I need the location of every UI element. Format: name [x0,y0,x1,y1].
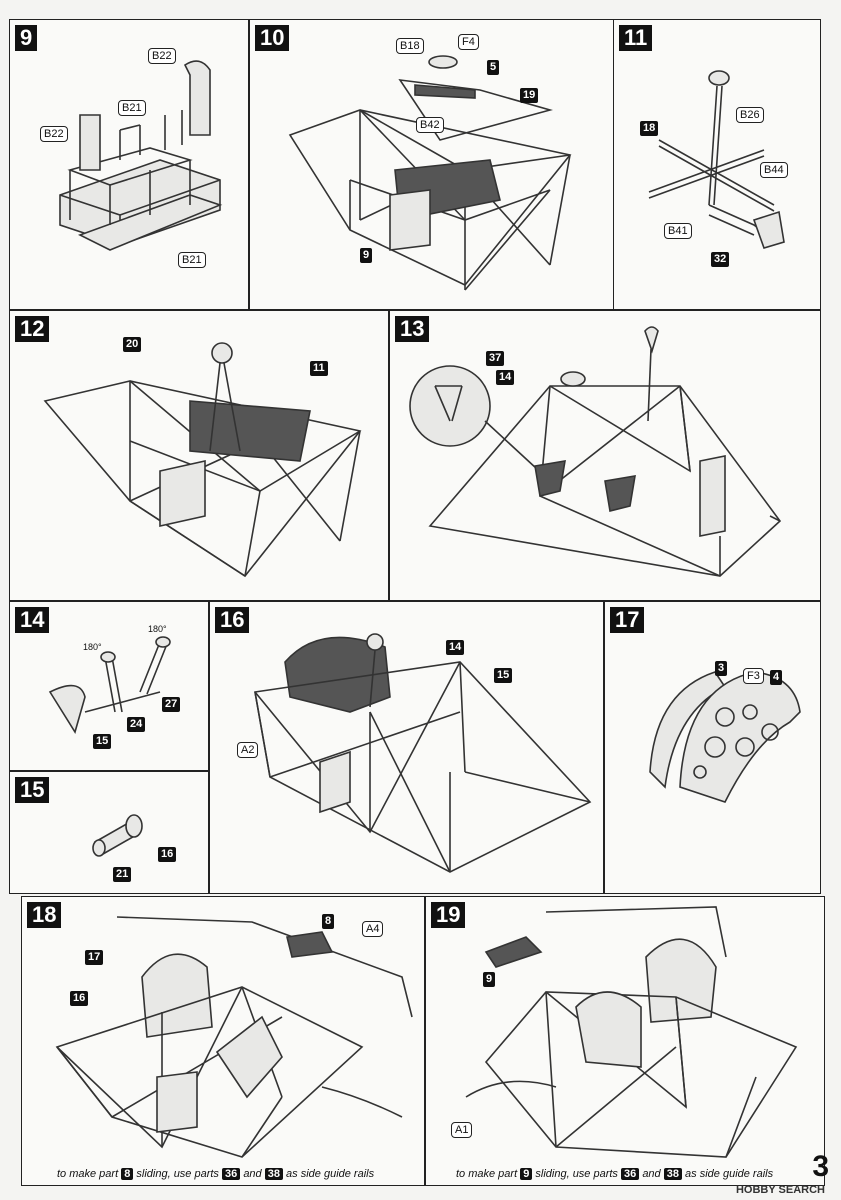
step-18-drawing [55,916,413,1158]
step-17-drawing [649,671,801,803]
part-ref: 8 [121,1168,134,1180]
step-10-drawing [288,55,572,291]
page-number: 3 [812,1150,829,1183]
part-label: 16 [70,991,89,1006]
watermark: HOBBY SEARCH [735,1184,825,1196]
part-label: 9 [360,248,373,263]
part-ref: 36 [621,1168,640,1180]
part-label: 9 [483,972,496,987]
part-label: 24 [127,717,146,732]
part-label: A4 [362,921,384,937]
step-number: 11 [619,25,653,51]
part-label: F3 [743,668,764,684]
step-19-panel: 19 9 A1 to make part 9 sliding, use part… [425,896,825,1186]
step-number: 10 [255,25,290,51]
step-number: 13 [395,316,430,342]
step-number: 17 [610,607,645,633]
step-9-panel: 9 B22 B21 B22 B21 [9,19,249,310]
step-15-panel: 15 16 21 [9,771,209,894]
part-label: F4 [458,34,479,50]
part-ref: 38 [663,1168,682,1180]
step-13-drawing [409,326,782,577]
part-label: B41 [664,223,692,239]
part-label: 27 [162,697,181,712]
part-label: B22 [40,126,68,142]
part-label: 16 [158,847,177,862]
step-17-panel: 17 3 F3 4 [604,601,821,894]
part-label: 4 [770,670,783,685]
part-label: 14 [496,370,515,385]
step-14-panel: 14 180° 180° 27 24 15 [9,601,209,771]
step-12-panel: 12 20 11 [9,310,389,601]
part-label: B21 [118,100,146,116]
part-label: A2 [237,742,259,758]
step-number: 18 [27,902,62,928]
step-12-drawing [43,342,362,578]
part-label: 15 [93,734,112,749]
step-18-panel: 18 8 A4 17 16 to make part 8 sliding, us… [21,896,425,1186]
part-label: B26 [736,107,764,123]
assembly-note: to make part 9 sliding, use parts 36 and… [456,1168,774,1180]
part-label: 5 [487,60,500,75]
step-number: 12 [15,316,50,342]
part-label: 17 [85,950,104,965]
part-ref: 36 [222,1168,241,1180]
angle-label: 180° [148,624,167,634]
assembly-note: to make part 8 sliding, use parts 36 and… [57,1168,375,1180]
step-number: 9 [15,25,38,51]
part-label: B18 [396,38,424,54]
step-15-drawing [92,814,143,857]
part-label: 32 [711,252,730,267]
step-11-drawing [648,70,785,249]
part-ref: 38 [264,1168,283,1180]
step-11-panel: 11 18 B26 B44 B41 32 [613,19,821,310]
part-label: B22 [148,48,176,64]
angle-label: 180° [83,642,102,652]
part-label: 37 [486,351,505,366]
step-number: 19 [431,902,466,928]
step-9-drawing [59,60,223,251]
part-label: 21 [113,867,132,882]
part-label: 8 [322,914,335,929]
step-13-panel: 13 37 14 [389,310,821,601]
part-label: A1 [451,1122,473,1138]
step-number: 15 [15,777,50,803]
part-label: 15 [494,668,513,683]
part-label: 18 [640,121,659,136]
step-16-panel: 16 14 15 A2 [209,601,604,894]
step-14-drawing [48,636,171,734]
step-number: 16 [215,607,250,633]
part-label: 19 [520,88,539,103]
step-16-drawing [254,633,592,873]
part-label: B44 [760,162,788,178]
part-label: 14 [446,640,465,655]
step-number: 14 [15,607,50,633]
part-label: B21 [178,252,206,268]
step-19-drawing [465,906,798,1158]
step-10-panel: 10 B18 F4 5 19 B42 9 [249,19,615,310]
part-label: B42 [416,117,444,133]
part-label: 11 [310,361,328,376]
part-ref: 9 [520,1168,533,1180]
part-label: 20 [123,337,142,352]
part-label: 3 [715,661,728,676]
